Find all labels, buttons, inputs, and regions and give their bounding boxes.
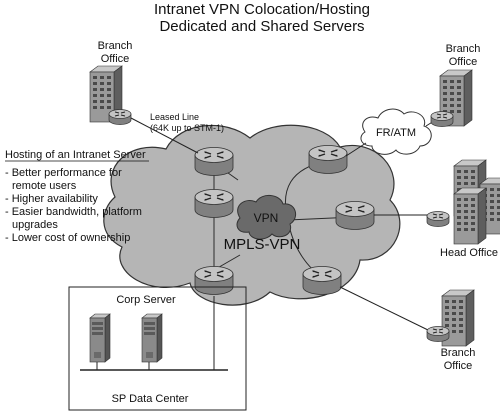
branch-top-left-label-line1: Branch [98,40,133,52]
server-right [141,313,163,363]
corp-server-label: Corp Server [116,294,176,306]
head-office-building-front [453,187,487,245]
router-top-right [308,144,348,175]
leased-line-link [130,117,199,154]
hosting-bullet: - Lower cost of ownership [5,232,130,244]
router-mid-left [194,188,234,219]
router-bottom-right [302,265,342,296]
branch-top-right-label-line2: Office [449,56,478,68]
vpn-label: VPN [254,211,279,225]
diagram-title-line2: Dedicated and Shared Servers [159,18,364,35]
vpn-cloud-shape [236,195,297,240]
branch-bottom-right-label-line2: Office [444,360,473,372]
branch-top-left-label-line2: Office [101,53,130,65]
router-bottom-left [194,265,234,296]
server-left [89,313,111,363]
branch-bottom-right-link [339,286,429,331]
leased-line-label-line2: (64K up to STM-1) [150,123,224,133]
branch-bottom-right-label-line1: Branch [441,347,476,359]
fr-atm-cloud-shape [360,108,432,155]
branch-bottom-right-router [426,326,450,342]
hosting-bullet: - Better performance for [5,167,122,179]
branch-top-left-router [108,109,132,125]
diagram-title-line1: Intranet VPN Colocation/Hosting [154,1,370,18]
head-office-label: Head Office [440,247,498,259]
hosting-heading: Hosting of an Intranet Server [5,149,146,161]
mpls-vpn-label: MPLS-VPN [224,236,301,253]
branch-top-right-label-line1: Branch [446,43,481,55]
hosting-bullet-cont: upgrades [12,219,58,231]
router-mid-right [335,200,375,231]
fr-atm-link-left [345,142,367,157]
head-office-router [426,211,450,227]
fr-atm-label: FR/ATM [376,127,416,139]
router-top-left [194,146,234,177]
sp-data-center-box [68,286,247,411]
hosting-bullet: - Higher availability [5,193,98,205]
leased-line-label-line1: Leased Line [150,112,199,122]
branch-top-right-router [430,111,454,127]
hosting-bullet: - Easier bandwidth, platform [5,206,142,218]
sp-data-center-label: SP Data Center [112,393,189,405]
hosting-bullet-cont: remote users [12,180,77,192]
